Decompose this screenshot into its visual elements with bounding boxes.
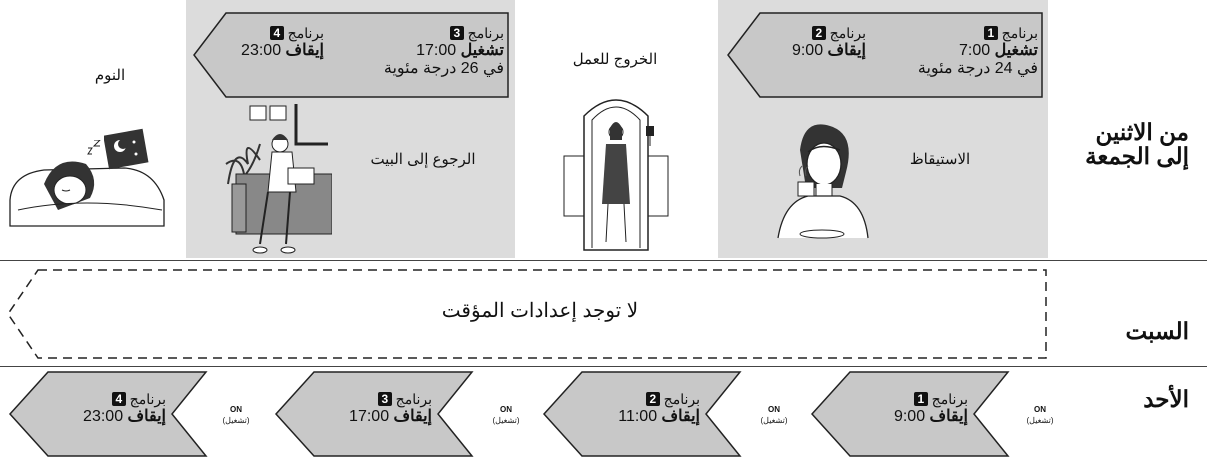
program-number: 2 [811, 26, 826, 40]
program-number: 3 [449, 26, 464, 40]
arrow-shape [727, 12, 1043, 98]
saturday-no-timer-text: لا توجد إعدادات المؤقت [441, 300, 639, 322]
program-number: 1 [913, 392, 928, 406]
arrow-shape [810, 371, 1010, 457]
weekday-program-1: برنامج 1 تشغيل 7:00 في 24 درجة مئوية [878, 24, 1038, 78]
sunday-program-4-arrow [6, 371, 208, 457]
program-header: برنامج 4 [56, 390, 166, 408]
sunday-program-2-arrow [540, 371, 742, 457]
sleeping-woman-illustration [9, 140, 165, 227]
weekday-program-3: برنامج 3 تشغيل 17:00 في 26 درجة مئوية [342, 24, 504, 78]
program-on-time: تشغيل 17:00 [416, 42, 504, 59]
activity-leave: الخروج للعمل [572, 51, 658, 68]
night-window-illustration [104, 128, 149, 170]
program-number: 1 [983, 26, 998, 40]
program-off-time: إيقاف 9:00 [893, 408, 968, 425]
saturday-dashed-box [7, 269, 1047, 359]
row-label-saturday: السبت [1125, 318, 1189, 344]
arrow-shape [8, 371, 208, 457]
program-header: برنامج 4 [204, 24, 324, 42]
on-indicator: ON(تشغيل) [760, 405, 788, 425]
sunday-program-1-arrow [808, 371, 1010, 457]
sunday-program-3-arrow [272, 371, 474, 457]
activity-home: الرجوع إلى البيت [370, 151, 476, 168]
weekday-program-4: برنامج 4 إيقاف 23:00 [204, 24, 324, 60]
weekday-program-2: برنامج 2 إيقاف 9:00 [756, 24, 866, 60]
program-header: برنامج 2 [756, 24, 866, 42]
arrow-shape [542, 371, 742, 457]
program-header: برنامج 3 [322, 390, 432, 408]
program-number: 4 [269, 26, 284, 40]
program-header: برنامج 3 [342, 24, 504, 42]
program-on-time: تشغيل 7:00 [959, 42, 1038, 59]
row-label-sunday: الأحد [1143, 386, 1189, 412]
woman-sofa-illustration [225, 104, 332, 254]
program-off-time: إيقاف 23:00 [83, 408, 166, 425]
program-number: 4 [111, 392, 126, 406]
on-indicator: ON(تشغيل) [222, 405, 250, 425]
arrow-shape [274, 371, 474, 457]
activity-sleep: النوم [94, 67, 126, 84]
program-off-time: إيقاف 11:00 [618, 408, 700, 425]
program-header: برنامج 1 [878, 24, 1038, 42]
activity-wake: الاستيقاظ [909, 151, 971, 168]
program-off-time: إيقاف 17:00 [349, 408, 432, 425]
program-number: 3 [377, 392, 392, 406]
row-label-weekday: من الاثنين إلى الجمعة [1085, 119, 1189, 169]
program-header: برنامج 1 [858, 390, 968, 408]
woman-coffee-illustration [777, 124, 869, 239]
woman-door-illustration [563, 99, 669, 251]
program-temp: في 26 درجة مئوية [383, 60, 504, 77]
program-off-time: إيقاف 9:00 [791, 42, 866, 59]
divider-middle [0, 366, 1207, 367]
program-header: برنامج 2 [590, 390, 700, 408]
on-indicator: ON(تشغيل) [1026, 405, 1054, 425]
program-number: 2 [645, 392, 660, 406]
weekday-program-1-2-arrow [724, 12, 1044, 98]
program-temp: في 24 درجة مئوية [917, 60, 1038, 77]
program-off-time: إيقاف 23:00 [241, 42, 324, 59]
on-indicator: ON(تشغيل) [492, 405, 520, 425]
divider-top [0, 260, 1207, 261]
